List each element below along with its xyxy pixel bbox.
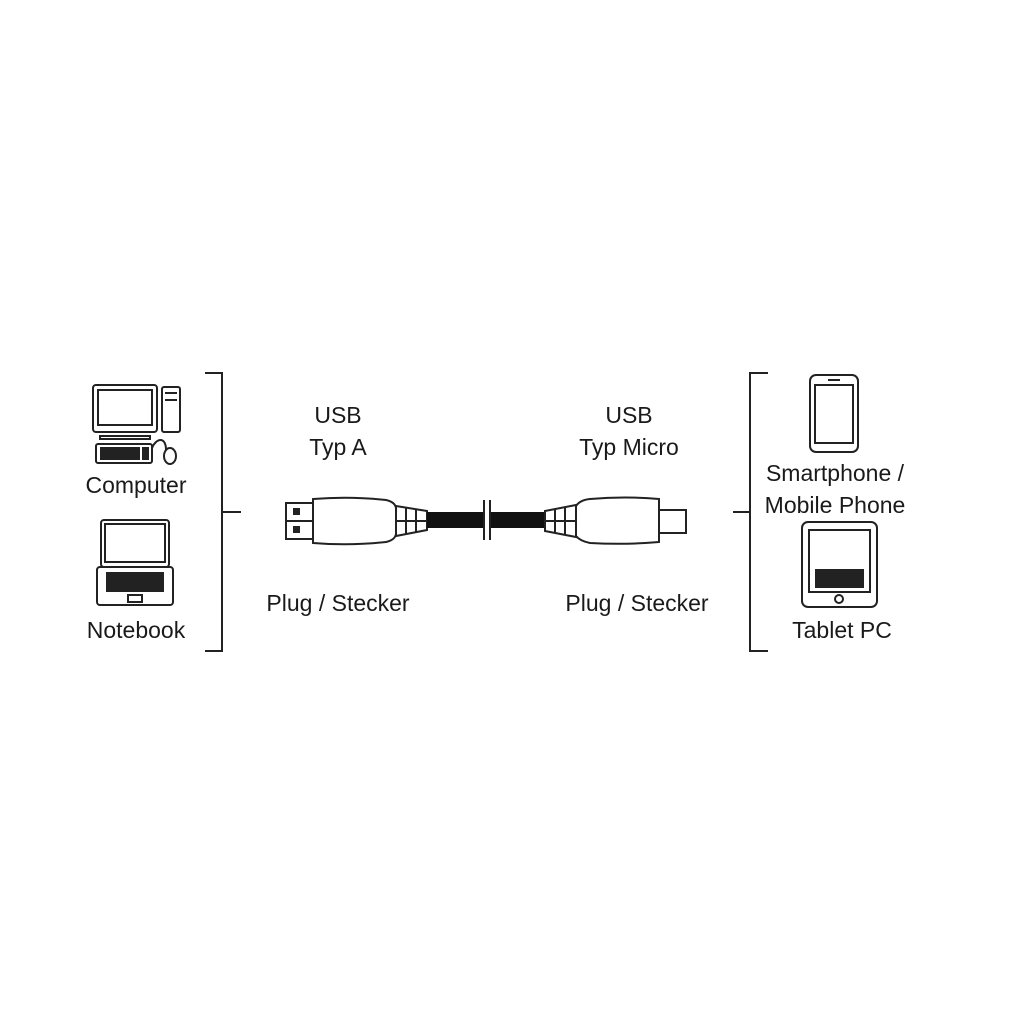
cable-segment [427, 512, 483, 528]
usb-micro-plug [544, 496, 687, 545]
usb-a-line1: USB [314, 402, 361, 428]
smartphone-icon [809, 374, 859, 453]
tablet-icon [801, 521, 878, 608]
usb-micro-plug-label: Plug / Stecker [565, 590, 709, 616]
cable-segment [491, 512, 545, 528]
usb-micro-line1: USB [605, 402, 652, 428]
usb-a-line2: Typ A [309, 434, 367, 460]
tablet-label: Tablet PC [792, 617, 892, 643]
right-bracket [733, 372, 768, 652]
notebook-label: Notebook [87, 617, 186, 643]
usb-cable [285, 496, 687, 546]
computer-label: Computer [86, 472, 187, 498]
usb-a-plug [285, 496, 428, 546]
computer-icon [92, 384, 181, 465]
smartphone-label-line1: Smartphone / [766, 460, 905, 486]
notebook-icon [96, 519, 174, 606]
smartphone-label-line2: Mobile Phone [765, 492, 906, 518]
left-bracket [205, 372, 241, 652]
usb-micro-line2: Typ Micro [579, 434, 679, 460]
usb-a-plug-label: Plug / Stecker [266, 590, 410, 616]
